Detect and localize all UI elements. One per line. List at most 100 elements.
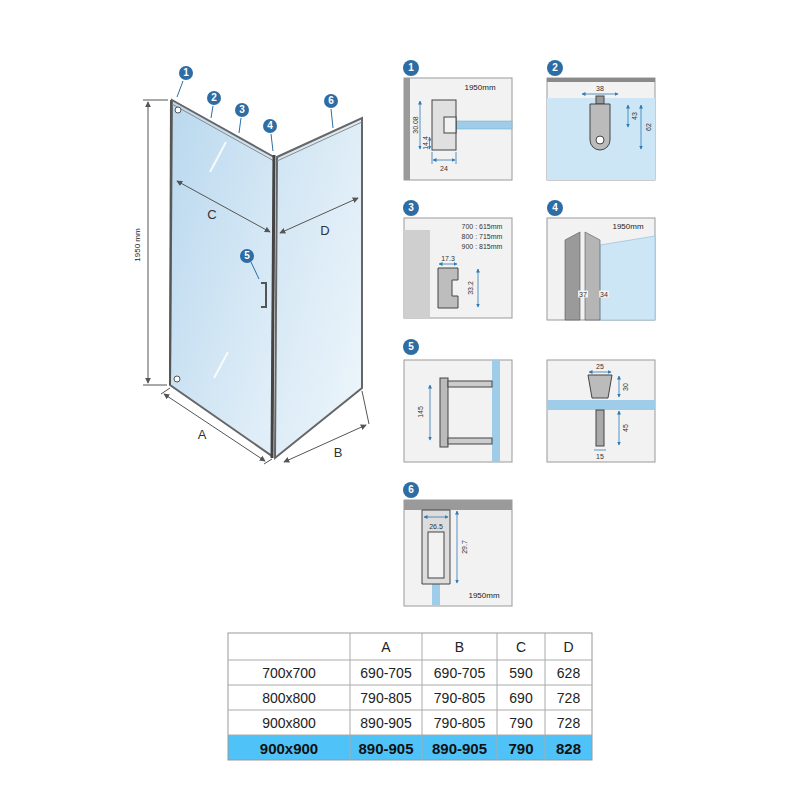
- detail-4-corner: [547, 218, 655, 320]
- detail-5-handle: [589, 372, 611, 373]
- dimension-text: 15: [595, 453, 605, 460]
- dimension-text: 24: [439, 165, 449, 172]
- table-cell: C: [516, 640, 526, 654]
- callout-number: 2: [547, 60, 563, 76]
- detail-2-hinge: [590, 104, 610, 150]
- callout-number: 3: [403, 200, 419, 216]
- shower-enclosure: [214, 352, 228, 378]
- dimension-lines: [164, 394, 265, 461]
- detail-6-channel: [424, 511, 457, 583]
- table-cell: 890-905: [432, 740, 487, 755]
- dimension-lines: [143, 100, 369, 464]
- detail-6-channel: [404, 500, 512, 606]
- shower-enclosure: [277, 122, 362, 161]
- detail-1-wall-profile: [444, 117, 456, 133]
- table-cell: 690-705: [434, 666, 485, 680]
- dimension-text: 34: [599, 291, 609, 298]
- callout-number: 5: [240, 249, 254, 263]
- detail-5-handle: [619, 411, 620, 445]
- table-cell: 790-805: [434, 691, 485, 705]
- detail-2-hinge: [547, 78, 655, 82]
- dimension-text: 30.08: [412, 115, 419, 135]
- detail-2-hinge: [582, 94, 641, 149]
- table-cell: 590: [509, 666, 532, 680]
- dimension-text: 62: [645, 122, 652, 132]
- table-cell: 890-905: [360, 716, 411, 730]
- detail-1-wall-profile: [433, 160, 455, 161]
- detail-2-hinge: [596, 136, 604, 144]
- dimension-text: 700 : 615mm: [461, 223, 504, 230]
- detail-4-corner: [565, 232, 580, 320]
- detail-1-wall-profile: [404, 78, 512, 180]
- dimension-text: 1950 mm: [134, 227, 142, 262]
- callout-number: 6: [403, 482, 419, 498]
- table-cell: 790: [509, 716, 532, 730]
- shower-enclosure: [275, 118, 362, 458]
- detail-5-handle: [619, 376, 620, 397]
- detail-5-handle: [404, 360, 655, 462]
- detail-5-handle: [596, 410, 604, 446]
- dimension-letter: C: [206, 208, 217, 221]
- dimension-text: 29.7: [461, 539, 468, 555]
- detail-3-profile: [478, 269, 479, 307]
- callout-leader: [331, 109, 333, 128]
- detail-3-profile: [439, 264, 478, 307]
- detail-2-hinge: [628, 105, 629, 127]
- table-cell: 800x800: [262, 691, 316, 705]
- dimension-lines: [362, 391, 369, 424]
- dimension-lines: [143, 100, 168, 101]
- shower-enclosure: [174, 376, 180, 382]
- shower-enclosure: [175, 107, 181, 113]
- callout-leader: [211, 106, 213, 118]
- detail-6-channel: [404, 500, 512, 510]
- detail-5-handle: [448, 381, 492, 387]
- dimension-text: 45: [622, 423, 629, 433]
- dimension-lines: [280, 198, 358, 233]
- table-cell: 700x700: [262, 666, 316, 680]
- table-cell: 728: [557, 691, 580, 705]
- detail-2-hinge: [547, 98, 655, 180]
- dimension-lines: [143, 385, 167, 386]
- callout-number: 4: [547, 200, 563, 216]
- dimension-text: 1950mm: [467, 592, 500, 600]
- dimension-lines: [148, 102, 149, 383]
- dimension-text: 900 : 815mm: [461, 243, 504, 250]
- callout-number: 1: [179, 66, 193, 80]
- detail-1-wall-profile: [456, 152, 457, 164]
- callout-number: 4: [263, 119, 277, 133]
- shower-enclosure: [272, 155, 274, 458]
- callout-number: 2: [207, 91, 221, 105]
- detail-1-wall-profile: [456, 121, 512, 129]
- detail-1-wall-profile: [429, 137, 430, 149]
- detail-5-handle: [588, 375, 612, 398]
- size-table: [545, 633, 546, 760]
- size-table: [228, 633, 592, 760]
- detail-6-channel: [424, 517, 448, 518]
- table-cell: A: [381, 640, 390, 654]
- size-table: [422, 633, 423, 760]
- detail-6-channel: [432, 584, 440, 605]
- size-table: [228, 735, 592, 736]
- detail-2-hinge: [641, 105, 642, 149]
- detail-3-profile: [404, 230, 430, 318]
- size-table: [350, 633, 351, 760]
- table-cell: 728: [557, 716, 580, 730]
- dimension-letter: A: [197, 428, 208, 441]
- table-cell: 900x800: [262, 716, 316, 730]
- dimension-lines: [264, 459, 272, 464]
- table-cell: 890-905: [358, 740, 413, 755]
- dimension-text: 1950mm: [463, 84, 496, 92]
- callout-leader: [251, 262, 259, 279]
- detail-4-corner: [585, 232, 600, 320]
- callout-leader: [239, 118, 241, 133]
- size-table: [228, 633, 592, 760]
- detail-1-wall-profile: [420, 101, 421, 149]
- detail-2-hinge: [582, 94, 618, 95]
- callout-number: 3: [235, 103, 249, 117]
- table-cell: 900x900: [260, 740, 318, 755]
- size-table: [228, 660, 592, 661]
- dimension-text: 43: [631, 111, 638, 121]
- table-cell: 628: [557, 666, 580, 680]
- detail-6-channel: [428, 532, 444, 578]
- size-table: [228, 735, 592, 760]
